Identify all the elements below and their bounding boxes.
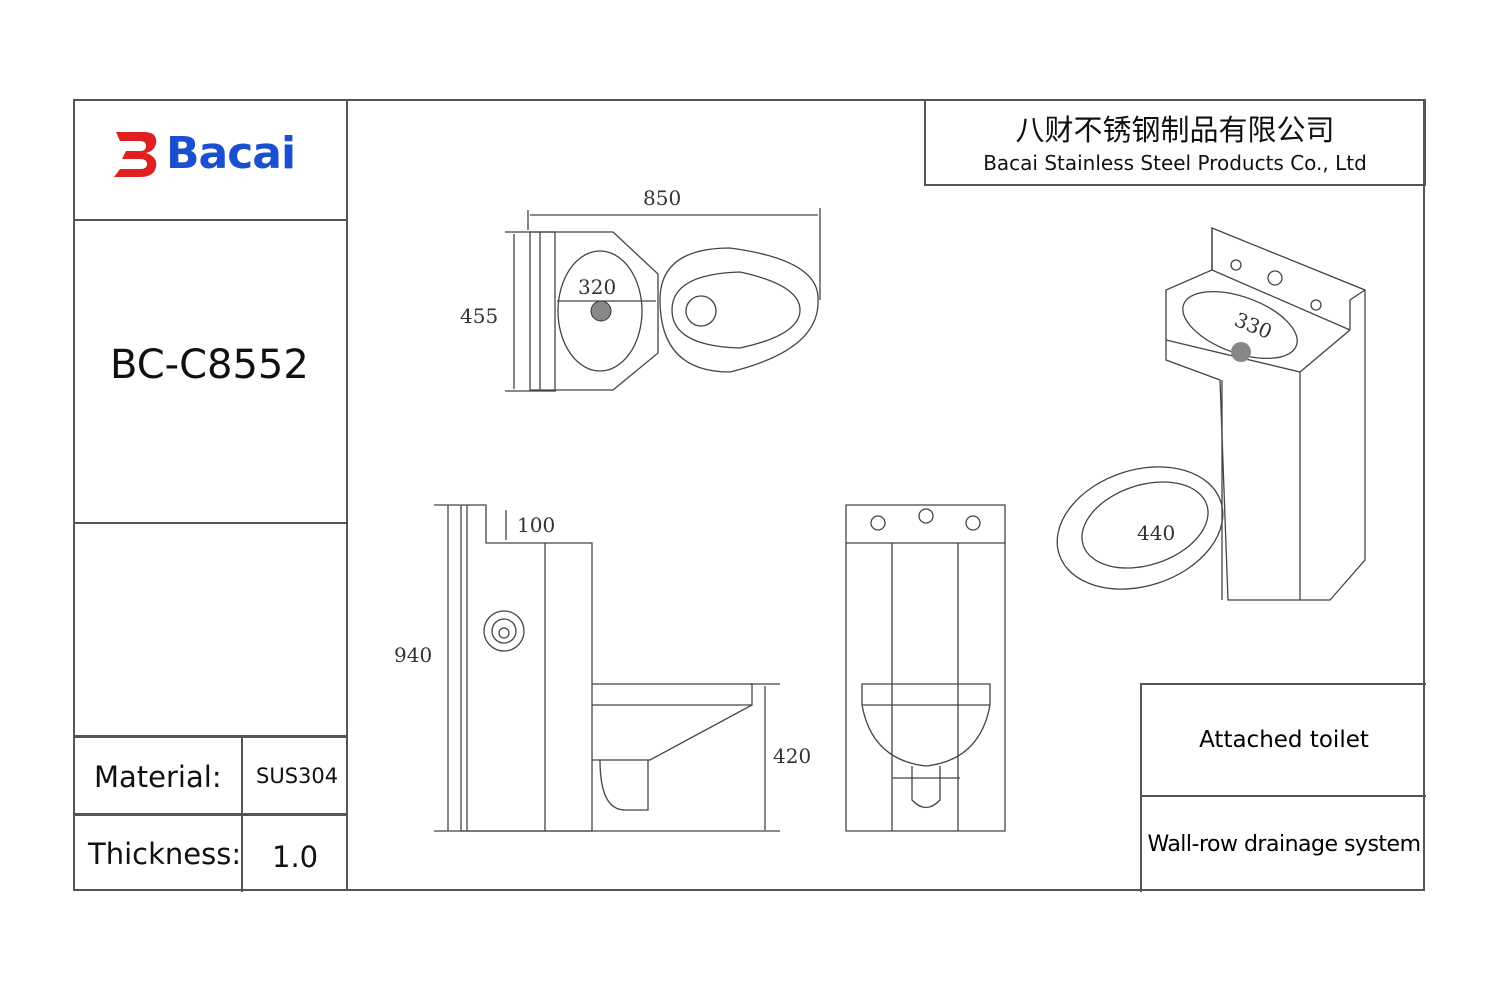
divider [73,522,347,524]
dim-940: 940 [394,643,432,667]
dim-320: 320 [578,275,616,299]
drawing-frame [73,99,1425,891]
logo-text: Bacai [166,128,296,179]
dim-100: 100 [517,513,555,537]
divider [346,99,348,891]
divider [241,736,243,892]
title-block: 八财不锈钢制品有限公司 Bacai Stainless Steel Produc… [924,99,1426,186]
material-value: SUS304 [256,764,339,788]
top-view: 850 455 320 [460,186,821,392]
divider [73,813,347,816]
dim-455: 455 [460,304,498,328]
company-name-en: Bacai Stainless Steel Products Co., Ltd [983,151,1367,175]
isometric-view: 330 440 [1056,227,1366,601]
material-label: Material: [94,760,222,794]
feature-attached-toilet: Attached toilet [1142,685,1426,797]
side-view: 940 100 420 [394,504,811,832]
divider [73,219,347,221]
dim-440: 440 [1137,521,1175,545]
dim-330: 330 [1231,307,1275,344]
company-name-cn: 八财不锈钢制品有限公司 [1015,113,1335,147]
thickness-label: Thickness: [88,837,242,871]
front-view [845,504,1006,832]
feature-drainage: Wall-row drainage system [1147,832,1421,857]
bacai-b-logo-icon [114,131,157,177]
thickness-value: 1.0 [272,840,319,874]
dim-850: 850 [643,186,681,210]
company-logo: Bacai [112,128,296,179]
dim-420: 420 [773,744,811,768]
divider [73,735,347,738]
model-number: BC-C8552 [110,342,309,388]
features-block: Attached toilet Wall-row drainage system [1140,683,1426,892]
